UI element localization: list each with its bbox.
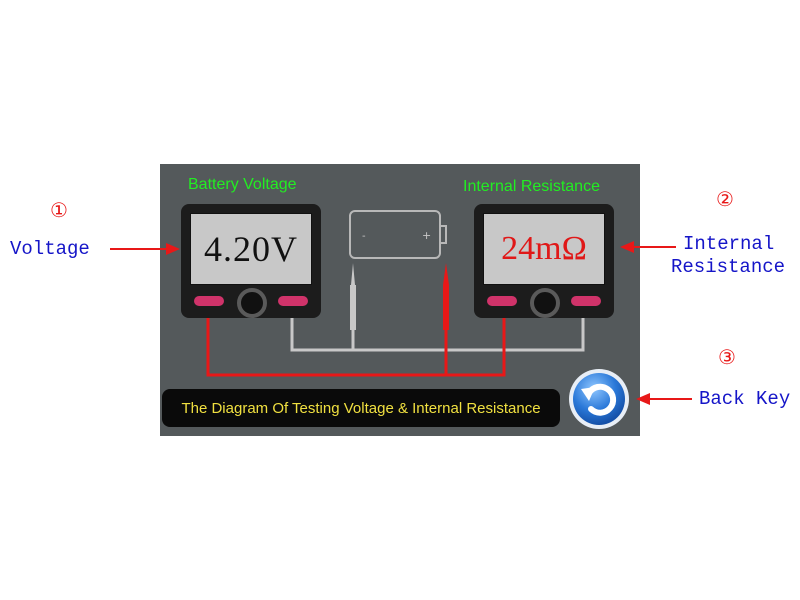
test-diagram-panel: Battery Voltage Internal Resistance 4.20… xyxy=(160,164,640,436)
meter-right-button xyxy=(571,296,601,306)
callout-number-3: ③ xyxy=(718,345,736,369)
resistance-reading: 24mΩ xyxy=(501,230,587,267)
callout-resistance-label: Resistance xyxy=(671,256,786,278)
battery-icon: - + xyxy=(349,210,447,259)
callout-internal-label: Internal xyxy=(683,233,775,255)
battery-voltage-title: Battery Voltage xyxy=(188,176,297,193)
callout-arrows xyxy=(110,241,692,405)
meter-center-button xyxy=(530,288,560,318)
caption-text: The Diagram Of Testing Voltage & Interna… xyxy=(181,399,541,417)
meter-center-button xyxy=(237,288,267,318)
back-arrow-icon xyxy=(569,369,629,429)
resistance-meter-screen: 24mΩ xyxy=(483,213,605,285)
grey-probe xyxy=(350,263,356,330)
battery-minus-label: - xyxy=(362,231,366,242)
back-key-button[interactable] xyxy=(567,367,631,431)
meter-left-button xyxy=(194,296,224,306)
red-wire xyxy=(206,318,506,377)
meter-left-button xyxy=(487,296,517,306)
diagram-caption: The Diagram Of Testing Voltage & Interna… xyxy=(162,389,560,427)
grey-wire xyxy=(290,318,585,352)
callout-number-2: ② xyxy=(716,187,734,211)
voltage-meter: 4.20V xyxy=(181,204,321,318)
voltage-meter-screen: 4.20V xyxy=(190,213,312,285)
resistance-meter: 24mΩ xyxy=(474,204,614,318)
callout-back-key-label: Back Key xyxy=(699,388,791,410)
callout-voltage-label: Voltage xyxy=(10,238,90,260)
red-probe xyxy=(443,263,449,330)
meter-right-button xyxy=(278,296,308,306)
internal-resistance-title: Internal Resistance xyxy=(463,178,600,195)
voltage-reading: 4.20V xyxy=(204,229,298,269)
battery-plus-label: + xyxy=(422,229,431,242)
callout-number-1: ① xyxy=(50,198,68,222)
